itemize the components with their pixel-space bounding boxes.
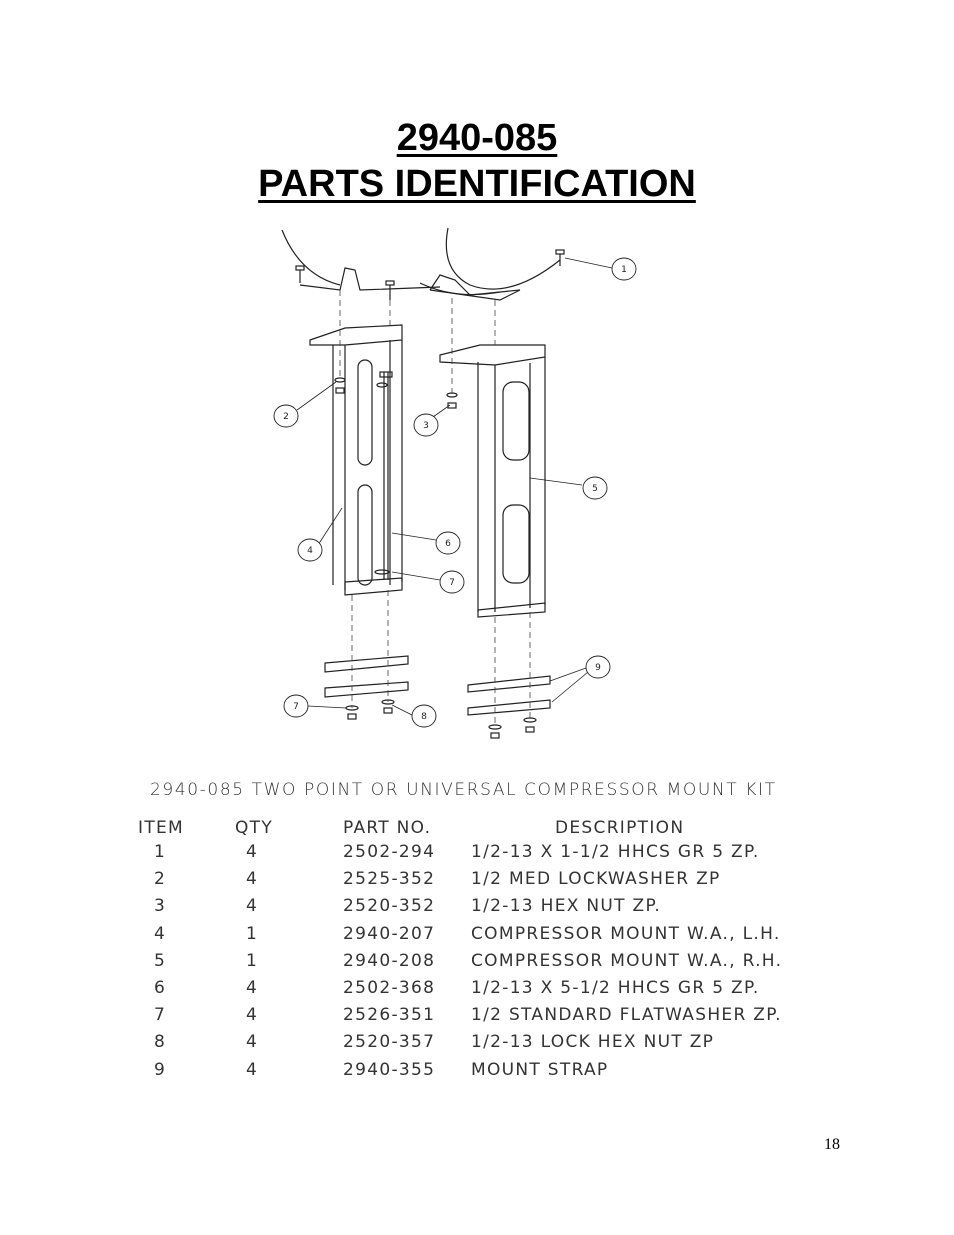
cell-description: COMPRESSOR MOUNT W.A., L.H. [471, 924, 781, 944]
cell-qty: 1 [246, 951, 259, 971]
cell-part-no: 2502-294 [343, 842, 436, 862]
cell-description: 1/2 STANDARD FLATWASHER ZP. [471, 1005, 782, 1025]
cell-item: 8 [154, 1032, 167, 1052]
page-number: 18 [824, 1136, 840, 1153]
cell-description: MOUNT STRAP [471, 1060, 609, 1080]
cell-description: 1/2-13 X 5-1/2 HHCS GR 5 ZP. [471, 978, 760, 998]
cell-qty: 4 [246, 842, 259, 862]
callout-1: 1 [621, 265, 627, 275]
cell-item: 4 [154, 924, 167, 944]
header-part-no: PART NO. [343, 818, 432, 838]
part-number-title: 2940-085 [396, 117, 558, 159]
cell-item: 6 [154, 978, 167, 998]
cell-part-no: 2502-368 [343, 978, 436, 998]
callout-8: 8 [421, 712, 427, 722]
cell-description: 1/2 MED LOCKWASHER ZP [471, 869, 721, 889]
cell-part-no: 2525-352 [343, 869, 436, 889]
callout-6: 6 [445, 539, 451, 549]
cell-qty: 4 [246, 896, 259, 916]
cell-qty: 1 [246, 924, 259, 944]
callout-5: 5 [592, 484, 598, 494]
header-qty: QTY [235, 818, 274, 838]
cell-part-no: 2520-357 [343, 1032, 436, 1052]
cell-item: 2 [154, 869, 167, 889]
cell-item: 1 [154, 842, 167, 862]
cell-item: 7 [154, 1005, 167, 1025]
callout-7-lower: 7 [293, 702, 299, 712]
callout-7: 7 [449, 578, 455, 588]
cell-part-no: 2940-207 [343, 924, 436, 944]
header-item: ITEM [138, 818, 185, 838]
cell-qty: 4 [246, 1032, 259, 1052]
header-description: DESCRIPTION [555, 818, 685, 838]
callout-2: 2 [283, 412, 289, 422]
callout-4: 4 [307, 546, 313, 556]
kit-title: 2940-085 TWO POINT OR UNIVERSAL COMPRESS… [150, 780, 777, 800]
cell-description: 1/2-13 X 1-1/2 HHCS GR 5 ZP. [471, 842, 760, 862]
cell-item: 9 [154, 1060, 167, 1080]
cell-qty: 4 [246, 1005, 259, 1025]
cell-item: 3 [154, 896, 167, 916]
cell-part-no: 2526-351 [343, 1005, 436, 1025]
cell-qty: 4 [246, 869, 259, 889]
callout-3: 3 [423, 421, 429, 431]
cell-description: COMPRESSOR MOUNT W.A., R.H. [471, 951, 783, 971]
cell-item: 5 [154, 951, 167, 971]
cell-description: 1/2-13 HEX NUT ZP. [471, 896, 662, 916]
callout-9: 9 [595, 663, 601, 673]
exploded-parts-diagram: 1 2 3 4 5 6 7 8 9 7 [273, 227, 637, 739]
cell-part-no: 2940-355 [343, 1060, 436, 1080]
cell-part-no: 2520-352 [343, 896, 436, 916]
cell-description: 1/2-13 LOCK HEX NUT ZP [471, 1032, 715, 1052]
page-title: PARTS IDENTIFICATION [258, 163, 696, 205]
cell-qty: 4 [246, 1060, 259, 1080]
cell-qty: 4 [246, 978, 259, 998]
cell-part-no: 2940-208 [343, 951, 436, 971]
